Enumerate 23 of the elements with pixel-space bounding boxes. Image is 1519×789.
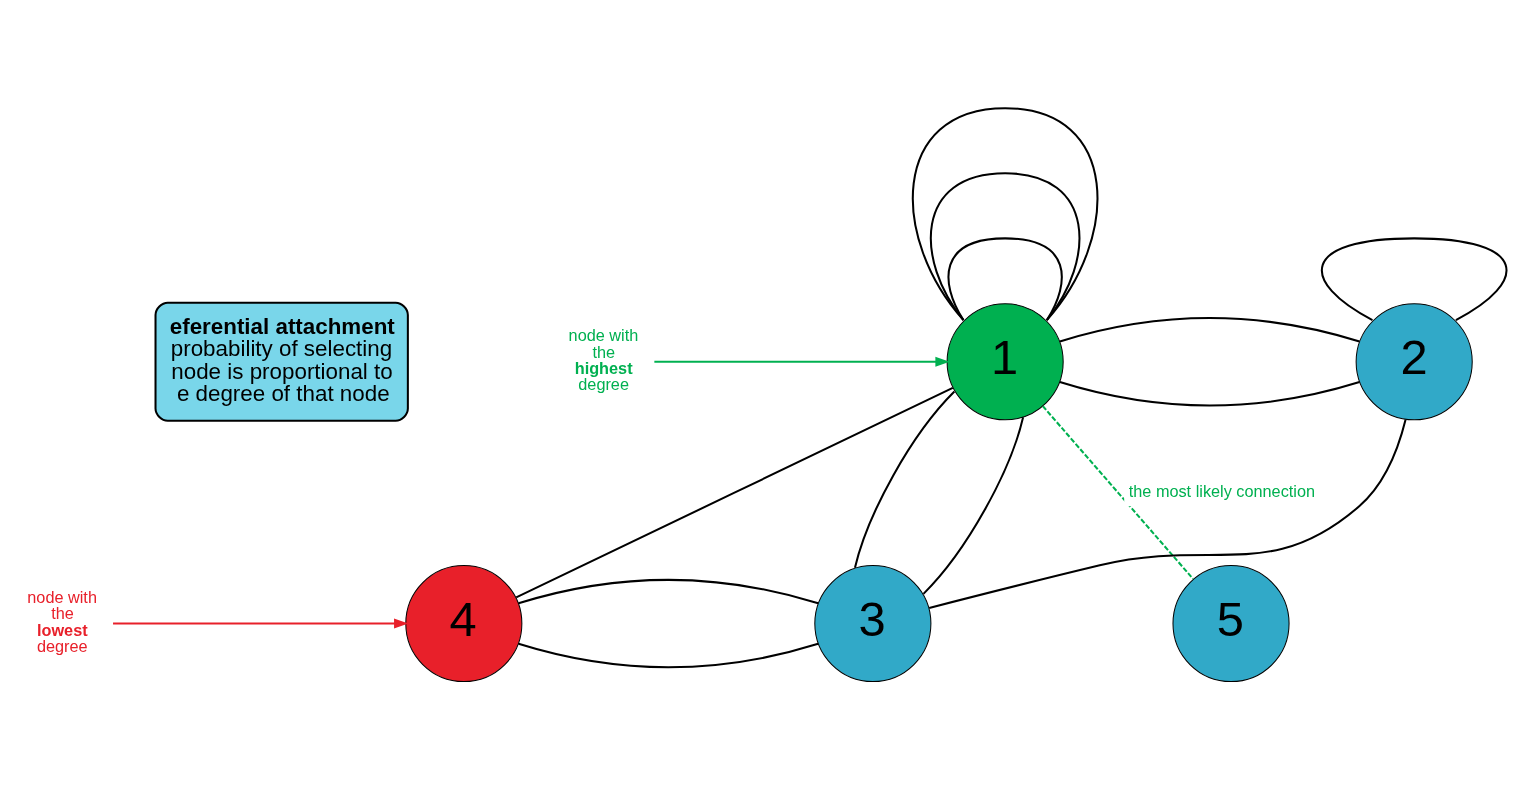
connector xyxy=(1059,316,1360,343)
node-text: node with the highest degree xyxy=(568,325,638,393)
connector xyxy=(911,106,1098,321)
node-circle: 1 xyxy=(946,302,1064,420)
node-circle: 2 xyxy=(1355,302,1473,420)
connector xyxy=(517,642,818,668)
connector xyxy=(929,171,1080,321)
connector xyxy=(1041,405,1194,580)
node-circle: 4 xyxy=(404,564,522,682)
edge-label: the most likely connection xyxy=(1128,481,1315,500)
node-circle: 5 xyxy=(1171,564,1290,682)
connector xyxy=(1059,380,1360,406)
arrow xyxy=(653,356,950,367)
arrow xyxy=(112,618,408,629)
node-circle: 3 xyxy=(813,564,931,682)
connector xyxy=(922,416,1024,595)
connector xyxy=(928,418,1407,609)
node-text: node with the lowest degree xyxy=(26,587,97,655)
connector xyxy=(853,390,955,568)
connector xyxy=(515,386,953,598)
node-box: eferential attachment probability of selecting node is proportional to e degree of that node xyxy=(154,301,409,422)
connector xyxy=(1320,236,1507,321)
connector xyxy=(517,578,818,604)
